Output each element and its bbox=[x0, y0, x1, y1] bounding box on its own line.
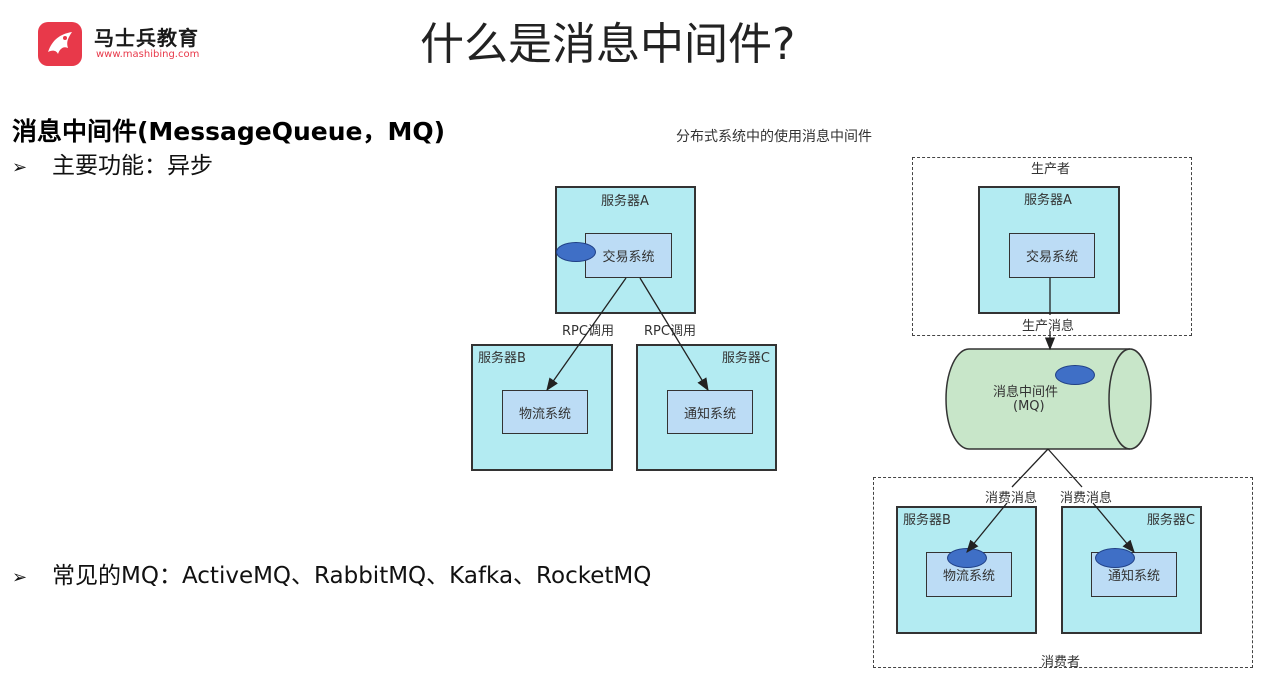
system-label: 通知系统 bbox=[1107, 569, 1160, 584]
producer-label: 生产者 bbox=[1031, 162, 1071, 177]
server-label: 服务器C bbox=[721, 351, 770, 366]
rpc-arrow-to-b bbox=[546, 277, 627, 392]
system-label: 通知系统 bbox=[683, 406, 736, 422]
consumer-group: 消费者 bbox=[873, 477, 1253, 670]
system-label: 物流系统 bbox=[942, 569, 995, 584]
section-heading: 消息中间件(MessageQueue，MQ) bbox=[12, 117, 446, 146]
consume-arrow-to-c bbox=[1092, 502, 1135, 553]
diagram-caption: 分布式系统中的使用消息中间件 bbox=[676, 129, 872, 145]
bullet-arrow-icon: ➢ bbox=[12, 157, 28, 178]
bullet-text: 常见的MQ：ActiveMQ、RabbitMQ、Kafka、RocketMQ bbox=[52, 563, 652, 589]
logo-icon bbox=[38, 22, 82, 66]
system-label: 物流系统 bbox=[518, 406, 571, 422]
server-label: 服务器C bbox=[1146, 513, 1195, 528]
consume-line-left bbox=[1011, 448, 1049, 488]
consume-message-right-label: 消费消息 bbox=[1060, 491, 1113, 506]
bullet-item-function: ➢ 主要功能：异步 bbox=[12, 146, 213, 180]
bullet-arrow-icon: ➢ bbox=[12, 567, 28, 588]
right-server-c: 服务器C bbox=[1061, 506, 1202, 634]
server-label: 服务器A bbox=[1024, 193, 1072, 208]
server-label: 服务器B bbox=[478, 351, 526, 366]
message-token bbox=[1095, 548, 1135, 568]
logo-name: 马士兵教育 bbox=[94, 26, 199, 50]
consume-arrow-to-b bbox=[966, 502, 1008, 554]
left-trade-system: 交易系统 bbox=[585, 233, 672, 278]
message-token bbox=[1055, 365, 1095, 385]
consume-message-left-label: 消费消息 bbox=[985, 491, 1038, 506]
bullet-text: 主要功能：异步 bbox=[52, 153, 213, 179]
right-trade-system: 交易系统 bbox=[1009, 233, 1095, 278]
mq-label-line1: 消息中间件 bbox=[993, 385, 1059, 400]
left-logistics-system: 物流系统 bbox=[502, 390, 588, 434]
page-title: 什么是消息中间件? bbox=[420, 19, 796, 70]
system-label: 交易系统 bbox=[1025, 250, 1078, 265]
left-notify-system: 通知系统 bbox=[667, 390, 753, 434]
mq-label-line2: (MQ) bbox=[1013, 399, 1045, 414]
bullet-item-mq-list: ➢ 常见的MQ：ActiveMQ、RabbitMQ、Kafka、RocketMQ bbox=[12, 556, 651, 590]
message-token bbox=[556, 242, 596, 262]
server-label: 服务器B bbox=[903, 513, 951, 528]
system-label: 交易系统 bbox=[602, 250, 655, 265]
logo-url: www.mashibing.com bbox=[96, 49, 200, 60]
rpc-arrow-to-c bbox=[639, 277, 709, 392]
consumer-label: 消费者 bbox=[1041, 655, 1081, 670]
producer-group: 生产者 bbox=[912, 157, 1192, 336]
rpc-call-right-label: RPC调用 bbox=[644, 324, 696, 339]
server-label: 服务器A bbox=[601, 194, 649, 209]
produce-message-label: 生产消息 bbox=[1022, 319, 1075, 334]
left-server-c: 服务器C bbox=[636, 344, 777, 471]
consume-line-right bbox=[1047, 448, 1083, 488]
